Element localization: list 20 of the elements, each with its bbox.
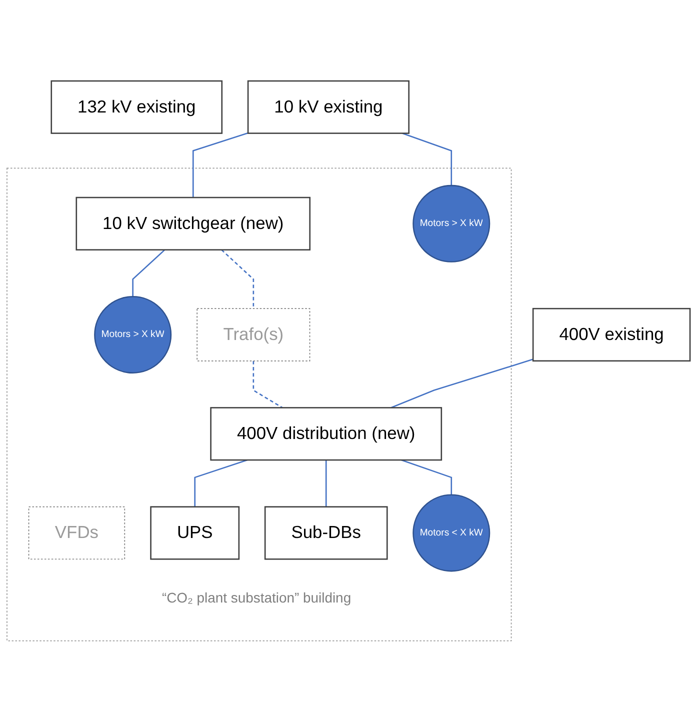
node-box: 132 kV existing — [50, 80, 223, 134]
connector — [390, 358, 534, 408]
node-box: Trafo(s) — [196, 308, 310, 362]
node-circle: Motors > X kW — [412, 185, 490, 263]
connector — [192, 132, 248, 198]
connector — [402, 132, 452, 186]
node-box: 400V distribution (new) — [210, 407, 442, 461]
node-box: 400V existing — [532, 308, 691, 362]
node-circle: Motors < X kW — [412, 494, 490, 572]
connector — [401, 460, 452, 495]
node-box: UPS — [150, 506, 240, 560]
connector — [221, 249, 254, 309]
node-box: 10 kV existing — [247, 80, 410, 134]
connector — [194, 460, 248, 507]
connector — [132, 249, 166, 297]
connector — [325, 460, 327, 507]
node-circle: Motors > X kW — [94, 296, 172, 374]
node-box: Sub-DBs — [264, 506, 388, 560]
node-box: VFDs — [28, 506, 126, 560]
node-box: 10 kV switchgear (new) — [76, 196, 311, 251]
